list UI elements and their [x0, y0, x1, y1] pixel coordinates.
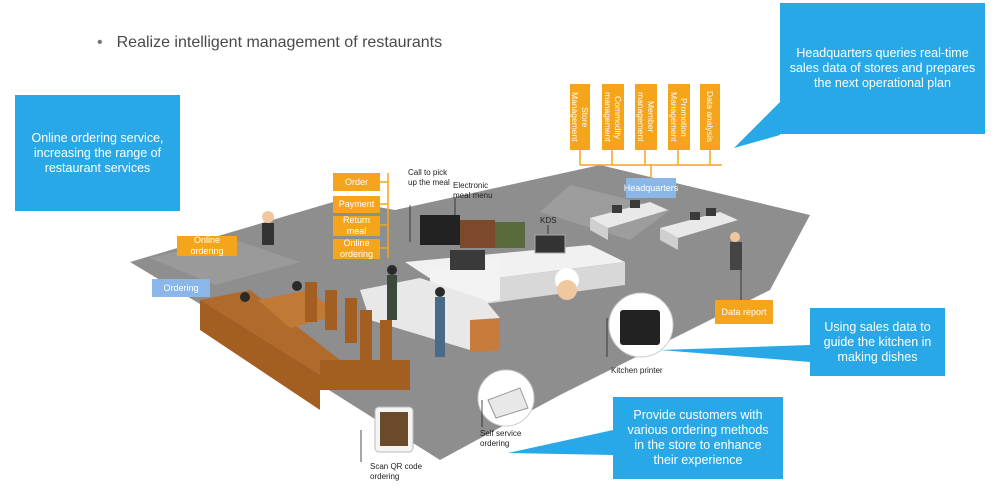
label-ordering: Ordering [152, 279, 210, 297]
label-electronic-menu: Electronic meal menu [453, 181, 493, 200]
hq-module-data: Data analysis [700, 84, 720, 150]
hq-desks [590, 200, 738, 250]
callout-online: Online ordering service, increasing the … [15, 95, 180, 211]
hq-module-promotion: Promotion Management [668, 84, 690, 150]
flow-tag-order: Order [333, 173, 380, 191]
label-call-pickup: Call to pick up the meal [408, 168, 450, 187]
label-data-report: Data report [715, 300, 773, 324]
flow-tag-online-ordering: Online ordering [333, 239, 380, 259]
callout-headquarters: Headquarters queries real-time sales dat… [780, 3, 985, 134]
dining-tables [200, 282, 410, 410]
label-online-ordering: Online ordering [177, 236, 237, 256]
people [240, 211, 742, 357]
flow-tag-payment: Payment [333, 196, 380, 213]
hq-module-store: Store Management [570, 84, 590, 150]
callout-kitchen: Using sales data to guide the kitchen in… [810, 308, 945, 376]
label-self-service: Self service ordering [480, 429, 522, 448]
flow-tag-return-meal: Return meal [333, 216, 380, 236]
hq-label: Headquarters [624, 178, 678, 198]
hq-module-member: Member management [635, 84, 657, 150]
label-kitchen-printer: Kitchen printer [611, 366, 663, 375]
devices [374, 292, 674, 453]
callout-instore: Provide customers with various ordering … [613, 397, 783, 479]
hq-module-commodity: Commodity management [602, 84, 624, 150]
label-kds: KDS [540, 216, 557, 225]
page-title: •Realize intelligent management of resta… [97, 34, 443, 51]
label-scan-qr: Scan QR code ordering [370, 462, 423, 481]
